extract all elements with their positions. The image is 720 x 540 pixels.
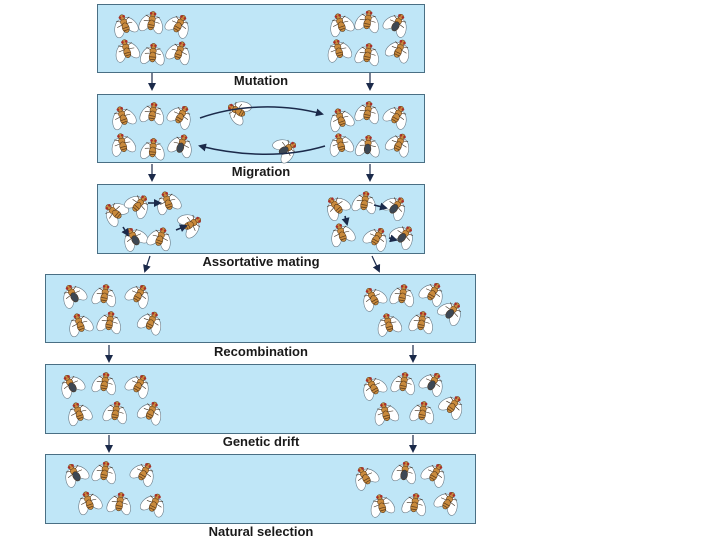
fruit-fly-icon <box>166 105 191 130</box>
fruit-fly-icon <box>329 133 355 157</box>
fruit-fly-icon <box>136 311 162 336</box>
pairing-arrow <box>121 226 130 237</box>
fruit-fly-icon <box>363 287 388 312</box>
fruit-fly-icon <box>384 39 410 64</box>
fruit-fly-icon <box>363 376 388 401</box>
fruit-fly-icon <box>65 463 90 488</box>
fruit-fly-icon <box>355 135 380 158</box>
fruit-fly-icon <box>272 139 297 164</box>
fruit-fly-icon <box>164 14 189 39</box>
fruit-fly-icon <box>146 227 171 252</box>
assortative-mating-label: Assortative mating <box>202 254 320 269</box>
pairing-arrow <box>388 234 398 243</box>
fruit-fly-icon <box>418 282 443 307</box>
fruit-fly-icon <box>409 401 434 425</box>
fruit-fly-icon <box>177 214 202 239</box>
fruit-fly-icon <box>167 134 192 159</box>
pairing-arrow <box>175 224 188 232</box>
mutation-label: Mutation <box>233 73 289 88</box>
fruit-fly-icon <box>105 202 130 227</box>
fruit-fly-icon <box>437 302 462 327</box>
genetic-drift-label: Genetic drift <box>222 434 300 449</box>
fruit-fly-icon <box>420 463 445 488</box>
fruit-fly-icon <box>354 43 379 67</box>
fruit-fly-icon <box>382 13 407 38</box>
fruit-fly-icon <box>63 284 88 309</box>
fruit-fly-icon <box>433 491 458 516</box>
fruit-fly-icon <box>331 223 356 248</box>
fruit-fly-icon <box>139 102 164 126</box>
down-arrow-icon <box>371 255 381 273</box>
fruit-fly-icon <box>124 284 149 309</box>
fruit-fly-icon <box>124 195 149 220</box>
fruit-fly-icon <box>140 138 165 161</box>
fruit-fly-icon <box>351 191 376 215</box>
fruit-fly-icon <box>370 494 396 518</box>
fruit-fly-icon <box>354 101 379 125</box>
fruit-fly-icon <box>390 372 415 396</box>
fruit-fly-icon <box>112 106 137 131</box>
pairing-arrow <box>373 202 388 211</box>
fruit-fly-icon <box>115 39 141 63</box>
fruit-fly-icon <box>391 461 416 485</box>
fruit-fly-icon <box>124 227 149 252</box>
fruit-fly-icon <box>139 493 165 518</box>
fruit-fly-icon <box>136 401 162 426</box>
fruit-fly-icon <box>438 396 463 420</box>
fruit-fly-icon <box>408 311 433 335</box>
fruit-fly-icon <box>389 284 414 308</box>
fruit-fly-icon <box>418 372 443 397</box>
fruit-fly-icon <box>354 10 379 34</box>
fruit-fly-icon <box>91 372 116 396</box>
fruit-fly-icon <box>78 491 103 516</box>
fruit-fly-icon <box>129 462 154 487</box>
fruit-fly-icon <box>355 466 380 491</box>
migration-arrow-right <box>199 106 324 119</box>
fruit-fly-icon <box>96 311 121 335</box>
fruit-fly-icon <box>140 43 165 66</box>
fruit-fly-icon <box>111 133 137 157</box>
fruit-fly-icon <box>330 108 355 133</box>
fruit-fly-icon <box>69 313 94 338</box>
fruit-fly-icon <box>326 197 351 222</box>
fruit-fly-icon <box>91 461 116 485</box>
fruit-fly-icon <box>124 374 149 399</box>
fruit-fly-icon <box>382 105 407 130</box>
fruit-fly-icon <box>91 284 116 308</box>
fruit-fly-icon <box>374 402 400 426</box>
fruit-fly-icon <box>68 402 93 427</box>
fruit-fly-icon <box>362 227 387 252</box>
fruit-fly-icon <box>138 11 163 35</box>
fruit-fly-icon <box>102 401 127 425</box>
fruit-fly-icon <box>389 226 414 251</box>
recombination-label: Recombination <box>214 344 308 359</box>
fruit-fly-icon <box>401 493 426 517</box>
down-arrow-icon <box>143 255 151 273</box>
natural-selection-label: Natural selection <box>208 524 314 539</box>
pairing-arrow <box>341 215 350 226</box>
fruit-fly-icon <box>61 374 86 399</box>
fruit-fly-icon <box>165 41 190 66</box>
migration-label: Migration <box>231 164 291 179</box>
fruit-fly-icon <box>114 14 139 39</box>
fruit-fly-icon <box>106 492 131 516</box>
fruit-fly-icon <box>377 313 403 337</box>
fruit-fly-icon <box>384 133 410 158</box>
fruit-fly-icon <box>330 13 355 38</box>
migration-arrow-left <box>198 143 326 155</box>
fruit-fly-icon <box>327 39 353 63</box>
